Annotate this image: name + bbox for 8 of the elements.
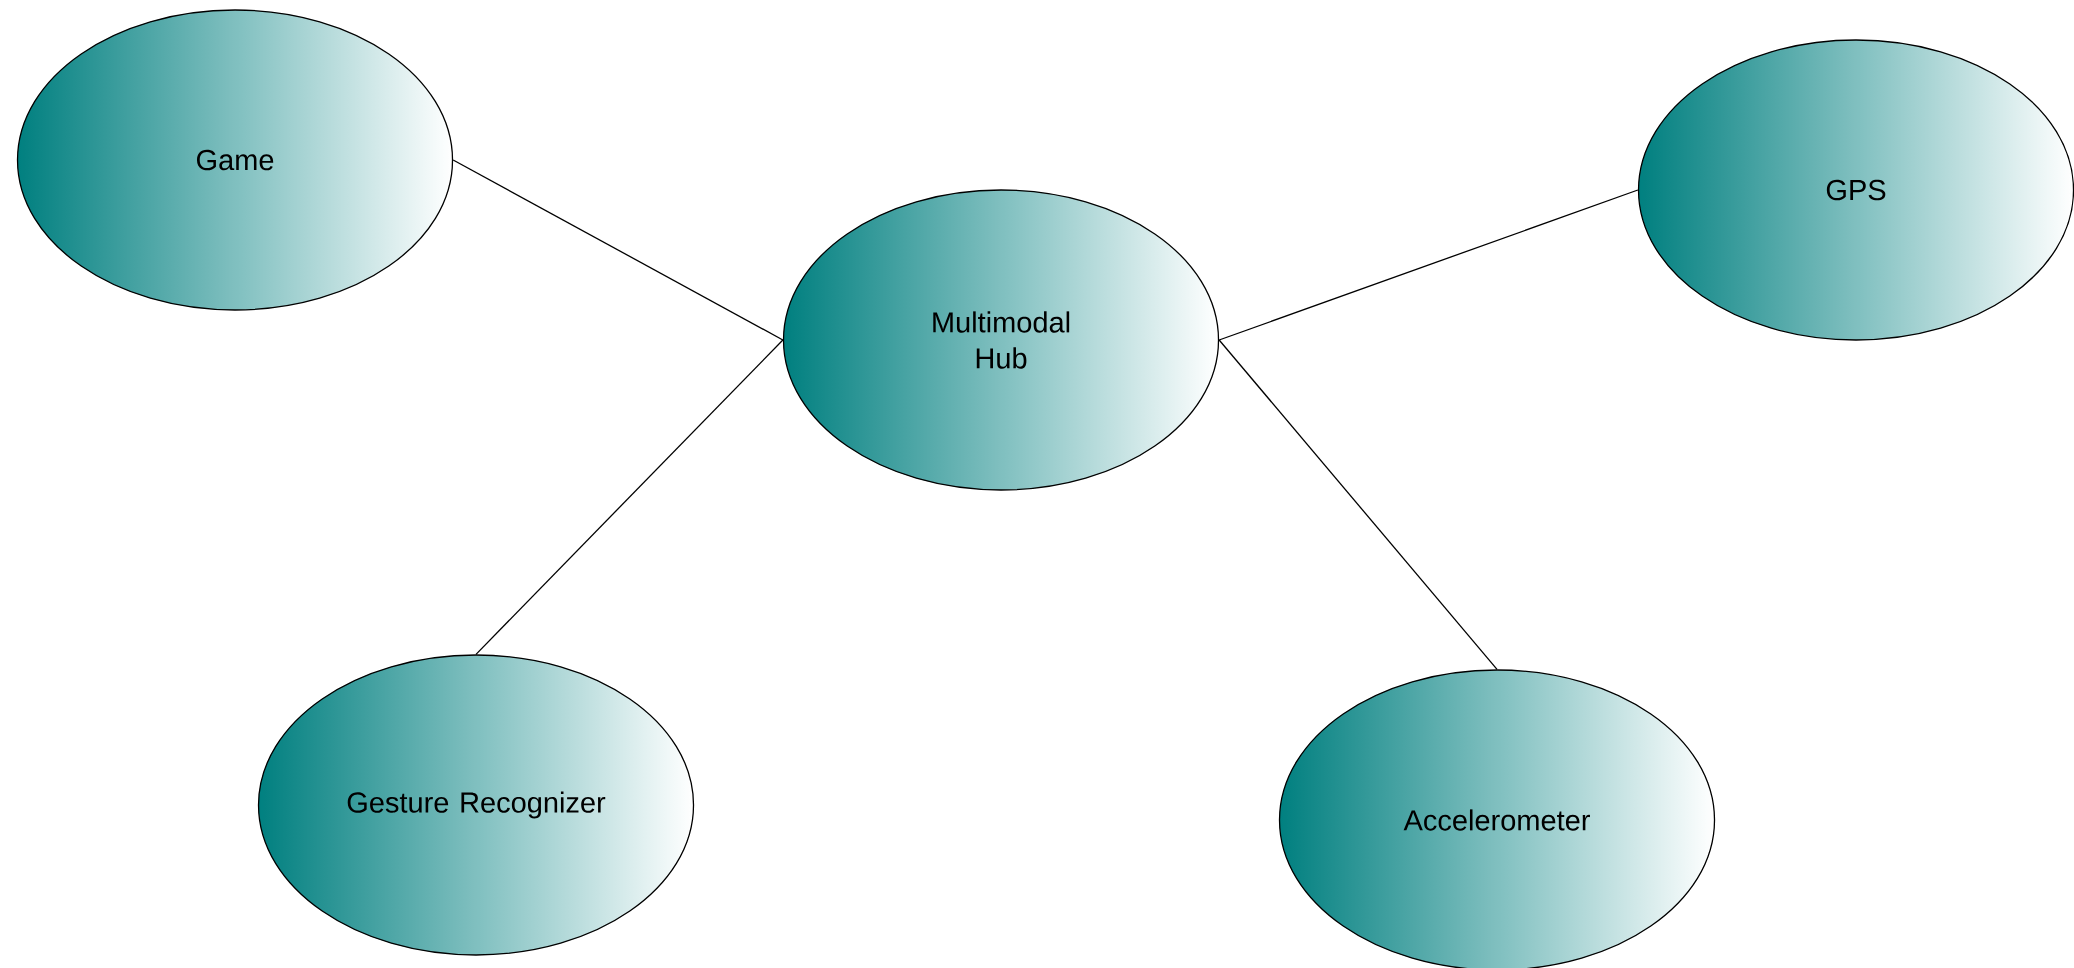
connector-line <box>1218 339 1498 670</box>
ellipse-node: Game <box>16 9 454 311</box>
ellipse-node: Multimodal Hub <box>782 189 1220 491</box>
connector-line <box>1218 189 1639 341</box>
connector-line <box>475 339 784 655</box>
ellipse-node: Gesture Recognizer <box>257 654 695 956</box>
connector-line <box>452 159 784 341</box>
ellipse-node: GPS <box>1637 39 2074 341</box>
